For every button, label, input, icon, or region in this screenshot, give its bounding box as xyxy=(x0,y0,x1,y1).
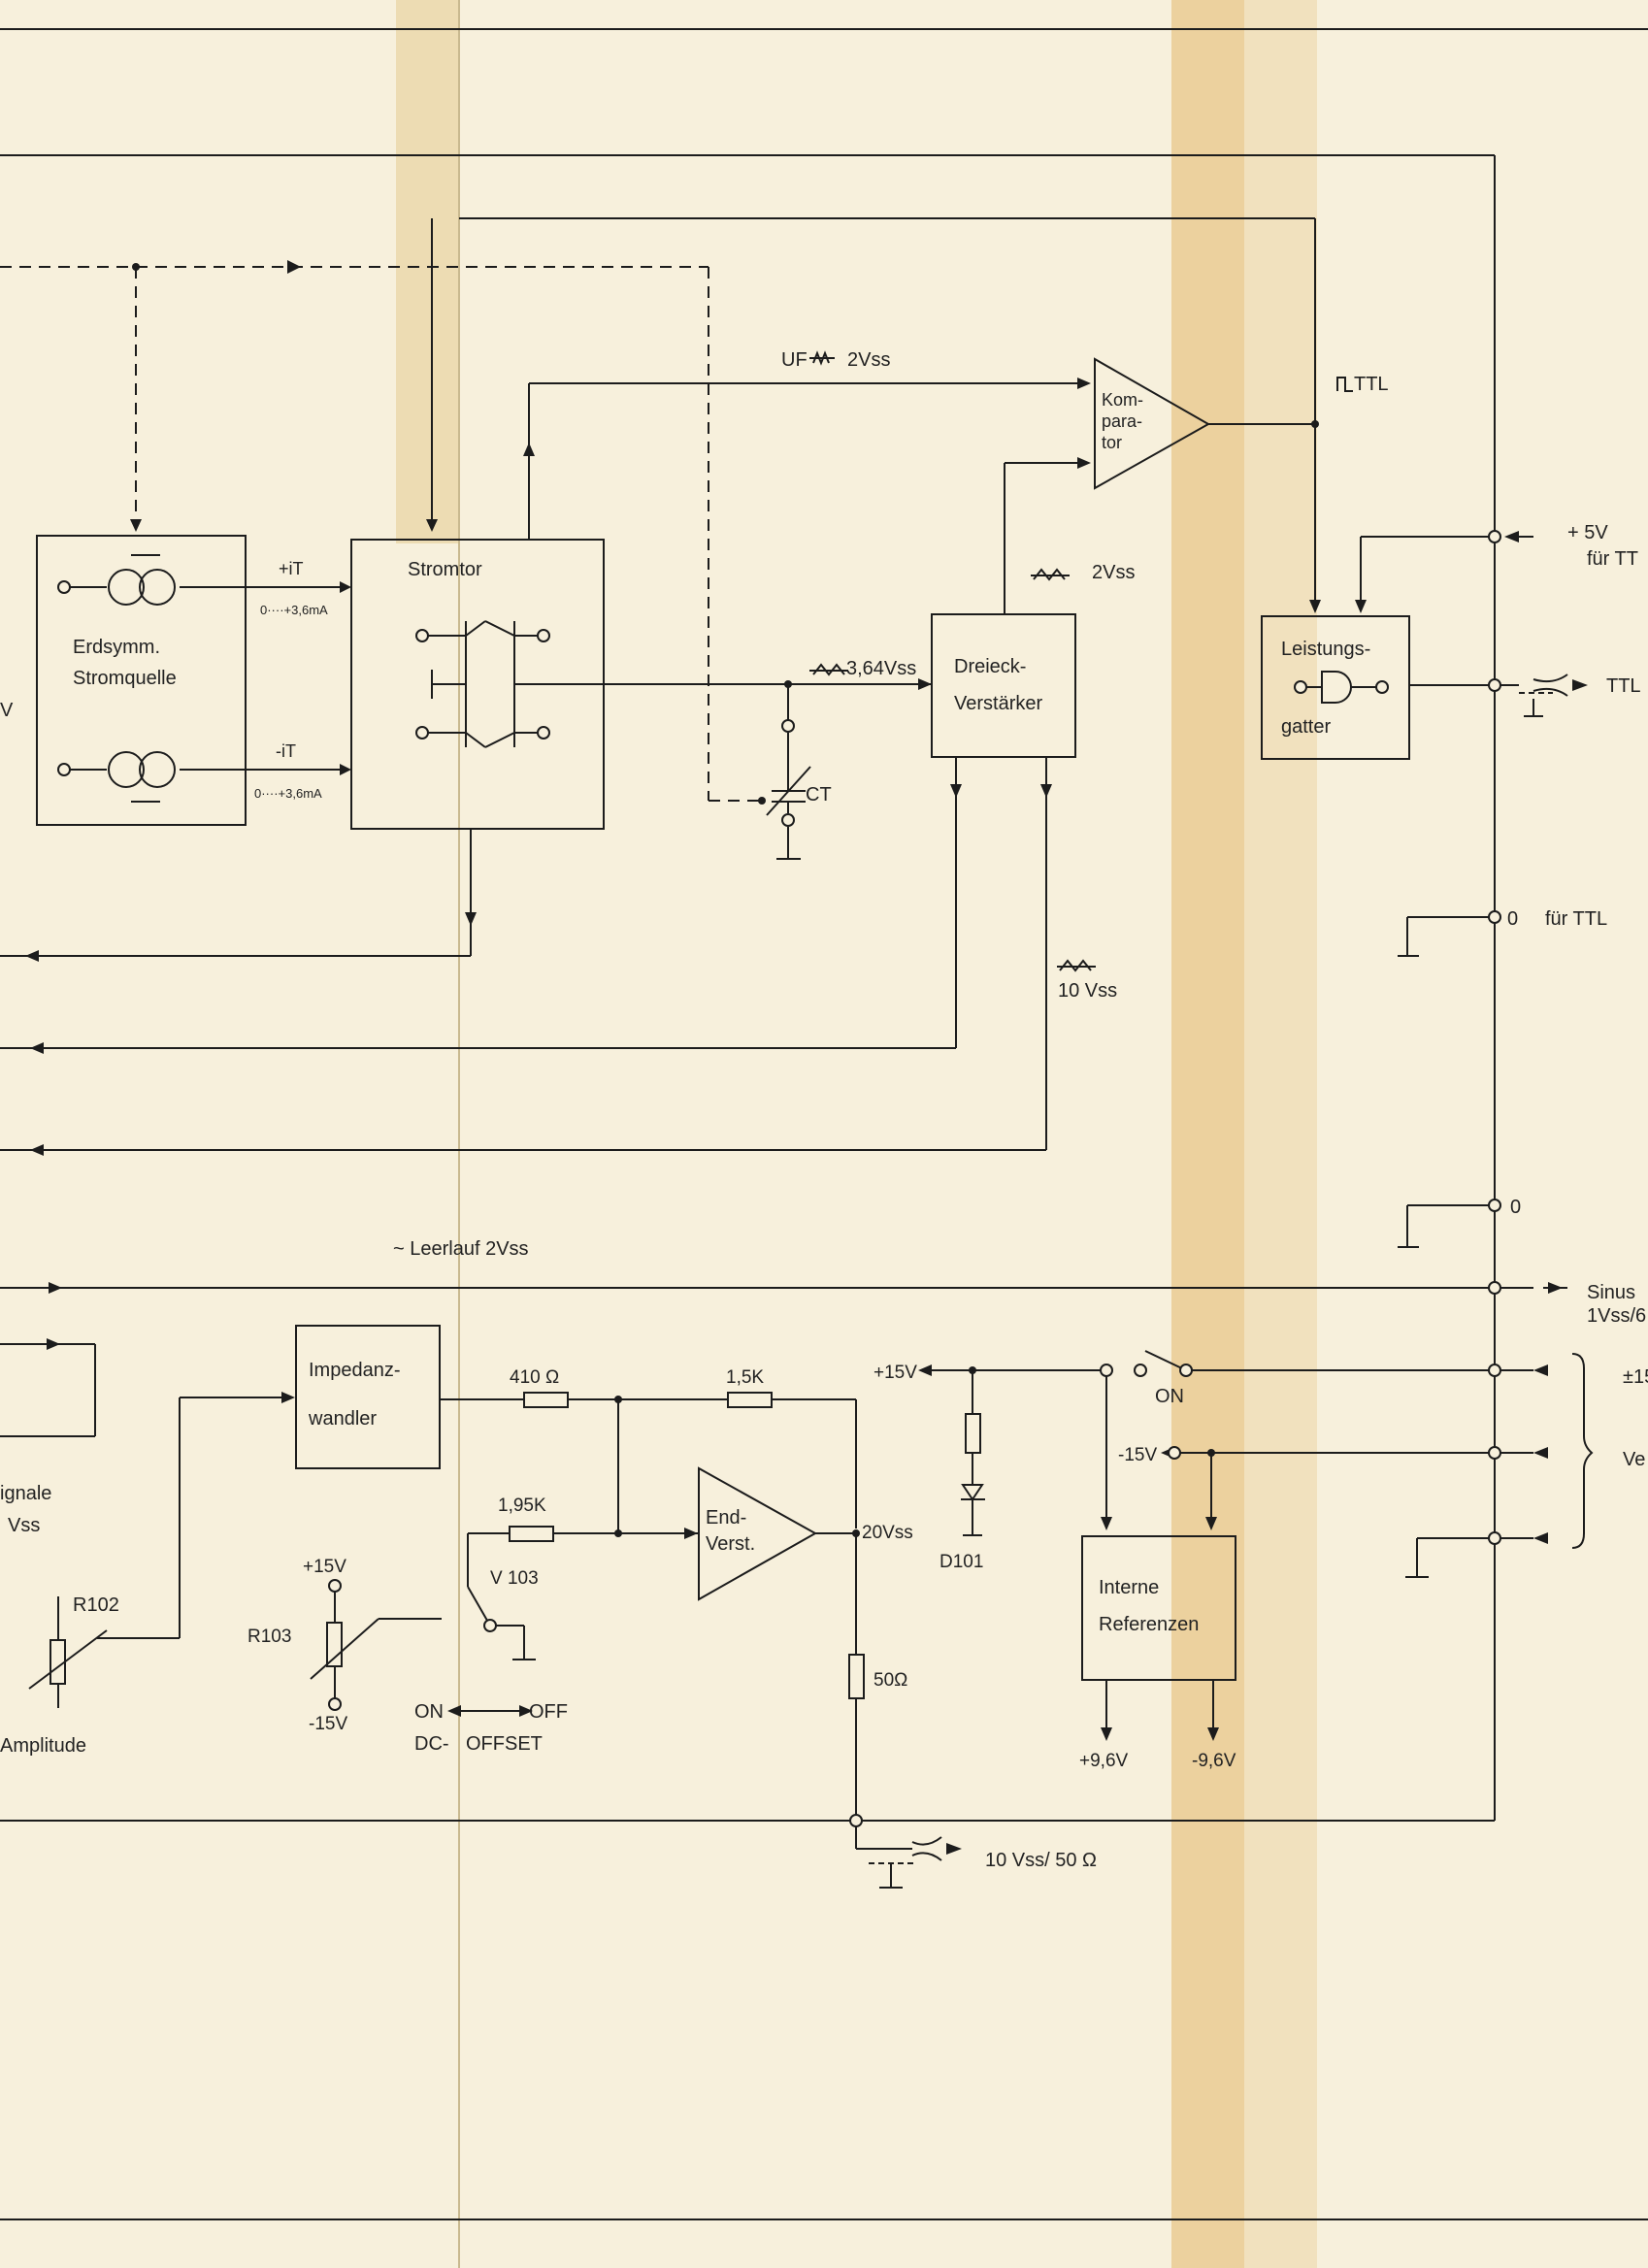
junctions xyxy=(132,263,1319,1537)
tape-strip xyxy=(1171,0,1244,2268)
triangle-wave-icon xyxy=(809,663,848,676)
plus-it-label: +iT xyxy=(279,559,304,578)
interne-subtitle: Referenzen xyxy=(1099,1614,1199,1635)
terminals xyxy=(57,530,1501,1827)
uf-amplitude: 2Vss xyxy=(847,349,890,371)
d101-label: D101 xyxy=(939,1552,983,1572)
stromtor-label: Stromtor xyxy=(408,559,482,580)
dreieck-title: Dreieck- xyxy=(954,656,1026,677)
fuer-ttl-mid-label: für TTL xyxy=(1545,908,1607,930)
interne-title: Interne xyxy=(1099,1577,1159,1598)
impedanz-subtitle: wandler xyxy=(308,1408,377,1430)
zero-label: 0 xyxy=(1507,908,1518,930)
ct-label: CT xyxy=(806,784,832,805)
vss20-label: 20Vss xyxy=(862,1523,913,1543)
r50-label: 50Ω xyxy=(873,1670,907,1691)
tri-2vss-label: 2Vss xyxy=(1092,562,1135,583)
wires xyxy=(0,28,1648,2220)
komparator-label: Kom-para-tor xyxy=(1102,390,1143,452)
triangle-wave-icon xyxy=(1031,568,1070,581)
r102-label: R102 xyxy=(73,1594,119,1616)
minus96-label: -9,6V xyxy=(1192,1751,1236,1771)
sinus-label: Sinus xyxy=(1587,1282,1635,1303)
sinus-amp-label: 1Vss/6 xyxy=(1587,1305,1646,1327)
tri-364-label: 3,64Vss xyxy=(846,658,916,679)
impedanz-title: Impedanz- xyxy=(309,1360,401,1381)
source-title: Erdsymm. xyxy=(73,637,160,658)
waveform-symbols xyxy=(809,350,1353,972)
plus96-label: +9,6V xyxy=(1079,1751,1129,1771)
tape-strip xyxy=(1244,0,1317,2268)
source-subtitle: Stromquelle xyxy=(73,668,177,689)
amplitude-label: Amplitude xyxy=(0,1735,86,1757)
dreieck-subtitle: Verstärker xyxy=(954,693,1042,714)
r103-label: R103 xyxy=(247,1627,291,1647)
plus5v-label: + 5V xyxy=(1567,522,1608,543)
pm15-label: ±15 xyxy=(1623,1366,1648,1388)
ttl-label: TTL xyxy=(1354,374,1389,395)
zero-label-2: 0 xyxy=(1510,1197,1521,1218)
leistungs-subtitle: gatter xyxy=(1281,716,1331,738)
pulse-icon xyxy=(1336,377,1353,392)
end-subtitle: Verst. xyxy=(706,1533,755,1555)
r410-label: 410 Ω xyxy=(510,1367,559,1388)
ve-label: Ve xyxy=(1623,1449,1645,1470)
vss-left-label: Vss xyxy=(8,1515,40,1536)
dc-off-label: OFF xyxy=(529,1701,568,1723)
square-wave-icon xyxy=(809,350,835,366)
ttl-output-label: TTL xyxy=(1606,675,1641,697)
fuer-ttl-label: für TT xyxy=(1587,548,1638,570)
v-edge-label: V xyxy=(0,700,14,721)
minus15v-b-label: -15V xyxy=(309,1714,347,1734)
range-label: 0····+3,6mA xyxy=(254,786,322,801)
tri-10vss-label: 10 Vss xyxy=(1058,980,1117,1002)
dc-label: DC- xyxy=(414,1733,449,1755)
tape-strip xyxy=(396,0,459,543)
v103-label: V 103 xyxy=(490,1568,539,1589)
leerlauf-label: ~ Leerlauf 2Vss xyxy=(393,1238,529,1260)
end-title: End- xyxy=(706,1507,746,1528)
minus15v-label: -15V xyxy=(1118,1445,1157,1465)
range-label: 0····+3,6mA xyxy=(260,603,328,617)
r15k-label: 1,5K xyxy=(726,1367,764,1388)
minus-it-label: -iT xyxy=(276,741,296,761)
uf-label: UF xyxy=(781,349,808,371)
ignale-label: ignale xyxy=(0,1483,51,1504)
offset-label: OFFSET xyxy=(466,1733,543,1755)
leistungs-title: Leistungs- xyxy=(1281,639,1370,660)
arrowheads xyxy=(25,260,1588,1855)
output-label: 10 Vss/ 50 Ω xyxy=(985,1850,1097,1871)
triangle-wave-icon xyxy=(1057,959,1096,972)
plus15v-b-label: +15V xyxy=(303,1557,346,1577)
dc-on-label: ON xyxy=(414,1701,444,1723)
plus15v-label: +15V xyxy=(873,1363,917,1383)
on-label: ON xyxy=(1155,1386,1184,1407)
r195k-label: 1,95K xyxy=(498,1496,546,1516)
